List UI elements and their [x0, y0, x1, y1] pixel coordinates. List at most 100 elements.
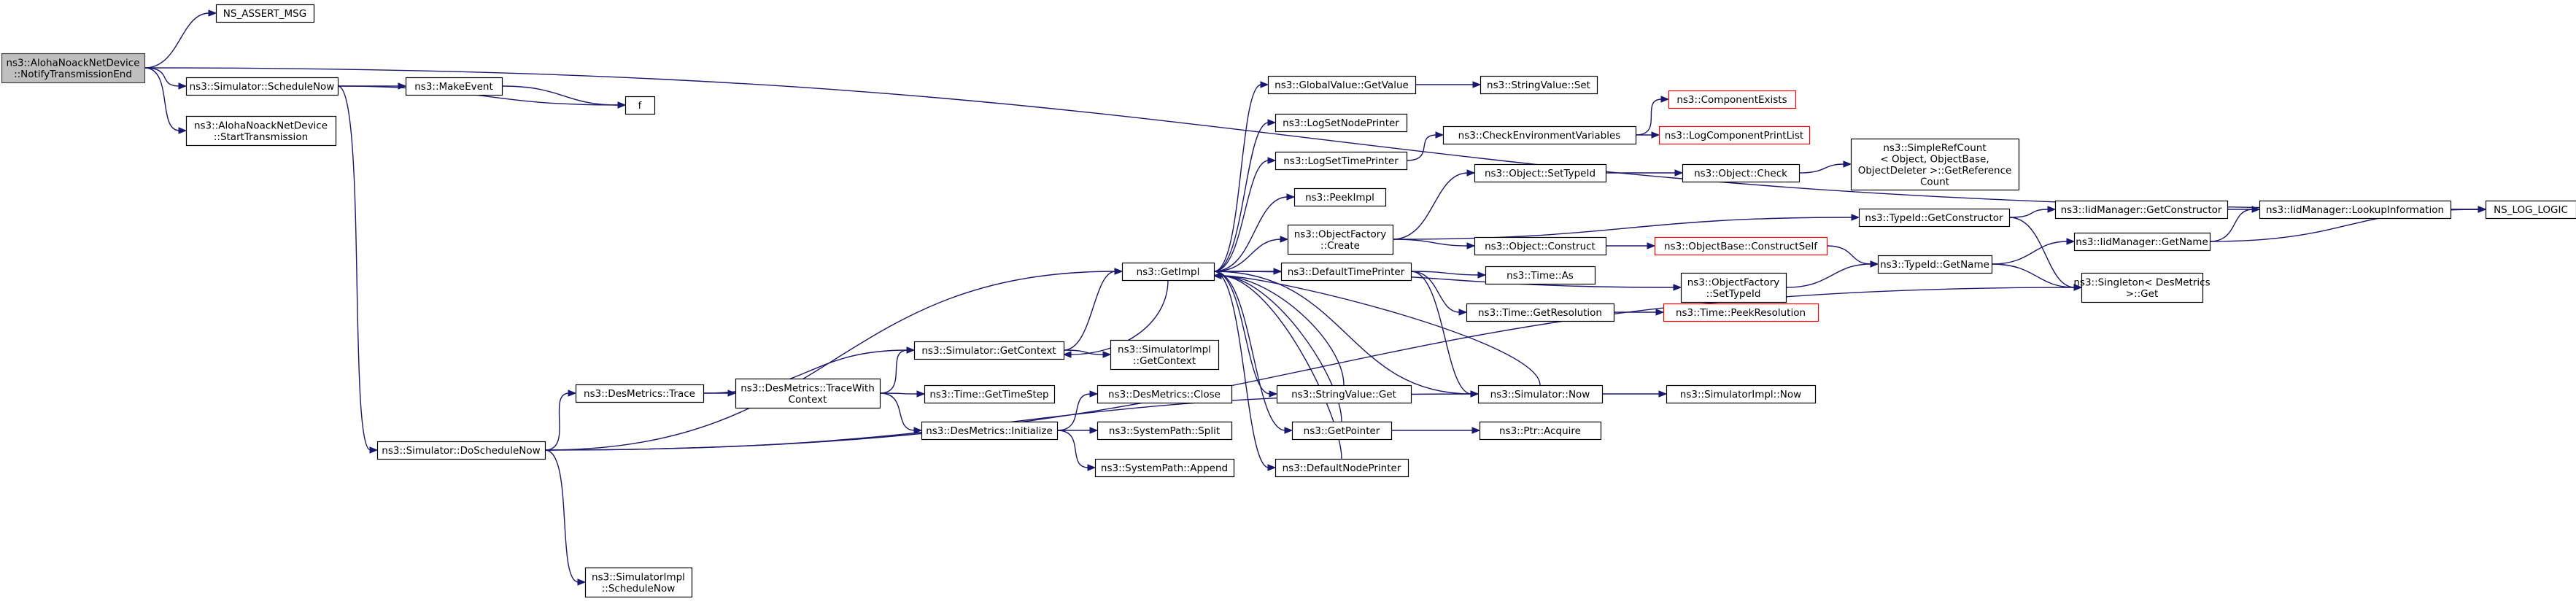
node-objconstruct[interactable]: ns3::Object::Construct	[1474, 236, 1607, 256]
node-label: ns3::DesMetrics::Close	[1108, 389, 1221, 400]
arrowhead	[1102, 351, 1112, 358]
node-objsettypeid[interactable]: ns3::Object::SetTypeId	[1474, 163, 1607, 183]
node-simplerefcount[interactable]: ns3::SimpleRefCount< Object, ObjectBase,…	[1850, 138, 2020, 191]
arrowhead	[1466, 169, 1476, 177]
node-simimplgetctx[interactable]: ns3::SimulatorImpl::GetContext	[1110, 339, 1220, 371]
node-peekimpl[interactable]: ns3::PeekImpl	[1293, 187, 1387, 207]
node-stringvalueset[interactable]: ns3::StringValue::Set	[1480, 75, 1598, 95]
node-singleton[interactable]: ns3::Singleton< DesMetrics>::Get	[2073, 272, 2211, 303]
node-stringvalueget[interactable]: ns3::StringValue::Get	[1276, 384, 1412, 404]
arrowhead	[1212, 272, 1222, 279]
node-iidgetname[interactable]: ns3::IidManager::GetName	[2073, 232, 2211, 252]
node-defaultnodeprinter[interactable]: ns3::DefaultNodePrinter	[1275, 458, 1409, 478]
node-label: Count	[1920, 176, 1949, 187]
node-label: ns3::TypeId::GetName	[1880, 259, 1989, 271]
node-simnow[interactable]: ns3::Simulator::Now	[1477, 384, 1604, 404]
node-ptracquire[interactable]: ns3::Ptr::Acquire	[1479, 421, 1602, 441]
node-defaulttimeprinter[interactable]: ns3::DefaultTimePrinter	[1280, 262, 1412, 282]
node-label: ns3::Time::GetTimeStep	[929, 389, 1048, 400]
node-starttx[interactable]: ns3::AlohaNoackNetDevice::StartTransmiss…	[185, 115, 337, 147]
node-initialize[interactable]: ns3::DesMetrics::Initialize	[921, 421, 1059, 441]
node-label: ns3::CheckEnvironmentVariables	[1458, 130, 1621, 142]
node-getpointer[interactable]: ns3::GetPointer	[1291, 421, 1393, 441]
node-label: ns3::Simulator::DoScheduleNow	[382, 445, 540, 457]
node-gettimestep[interactable]: ns3::Time::GetTimeStep	[924, 384, 1056, 404]
node-logcomplist[interactable]: ns3::LogComponentPrintList	[1658, 125, 1811, 145]
node-timegetres[interactable]: ns3::Time::GetResolution	[1466, 303, 1615, 322]
node-objcheck[interactable]: ns3::Object::Check	[1682, 163, 1801, 183]
node-label: ns3::ComponentExists	[1676, 94, 1787, 106]
node-makeevent[interactable]: ns3::MakeEvent	[405, 77, 503, 96]
node-label: ns3::IidManager::GetName	[2076, 236, 2208, 248]
node-assert[interactable]: NS_ASSERT_MSG	[215, 4, 315, 23]
node-trace[interactable]: ns3::DesMetrics::Trace	[575, 384, 705, 403]
node-typeidgetname[interactable]: ns3::TypeId::GetName	[1877, 255, 1993, 274]
edge-objbaseconstructself-to-typeidgetname	[1826, 245, 1872, 265]
edge-doschedulenow-to-simimplschednow	[544, 449, 579, 583]
node-label: ns3::Simulator::ScheduleNow	[190, 81, 335, 93]
arrowhead	[1458, 309, 1468, 316]
arrowhead	[1472, 81, 1482, 88]
node-box	[2259, 200, 2452, 220]
edge-objfactsettypeid-to-typeidgetname	[1785, 263, 1872, 288]
arrowhead	[1651, 131, 1660, 139]
node-iidlookup[interactable]: ns3::IidManager::LookupInformation	[2259, 200, 2452, 220]
edge-getimpl-to-gvgetvalue	[1213, 84, 1262, 272]
node-label: ns3::DesMetrics::Initialize	[926, 425, 1053, 437]
node-label: ObjectDeleter >::GetReference	[1858, 165, 2012, 177]
node-root[interactable]: ns3::AlohaNoackNetDevice::NotifyTransmis…	[1, 53, 146, 84]
node-label: ns3::ObjectFactory	[1294, 228, 1387, 240]
node-objfactcreate[interactable]: ns3::ObjectFactory::Create	[1287, 224, 1394, 255]
node-split[interactable]: ns3::SystemPath::Split	[1096, 421, 1233, 441]
node-doschedulenow[interactable]: ns3::Simulator::DoScheduleNow	[376, 441, 546, 460]
edge-typeidgetconstructor-to-iidgetconstructor	[2008, 209, 2049, 218]
node-f[interactable]: f	[624, 96, 656, 115]
node-label: ns3::Singleton< DesMetrics	[2073, 276, 2210, 288]
node-getcontext[interactable]: ns3::Simulator::GetContext	[913, 341, 1065, 360]
node-box	[1094, 458, 1235, 478]
node-compexists[interactable]: ns3::ComponentExists	[1668, 90, 1797, 109]
node-label: ns3::Object::SetTypeId	[1485, 168, 1596, 179]
node-timepeekres[interactable]: ns3::Time::PeekResolution	[1663, 303, 1819, 322]
node-label: ns3::AlohaNoackNetDevice	[6, 57, 139, 69]
node-box	[913, 341, 1065, 360]
node-checkenv[interactable]: ns3::CheckEnvironmentVariables	[1442, 125, 1637, 145]
node-simimplnow[interactable]: ns3::SimulatorImpl::Now	[1666, 384, 1817, 404]
node-iidgetconstructor[interactable]: ns3::IidManager::GetConstructor	[2054, 200, 2229, 220]
node-schedulenow[interactable]: ns3::Simulator::ScheduleNow	[185, 77, 339, 96]
node-box	[1287, 224, 1394, 255]
node-label: ns3::SystemPath::Append	[1101, 462, 1228, 474]
arrowhead	[1843, 160, 1852, 168]
node-box	[1275, 458, 1409, 478]
arrowhead	[1280, 236, 1289, 243]
edge-getimpl-to-simnow	[1213, 271, 1472, 395]
arrowhead	[1114, 268, 1123, 275]
node-typeidgetconstructor[interactable]: ns3::TypeId::GetConstructor	[1858, 208, 2011, 228]
node-label: ns3::TypeId::GetConstructor	[1865, 212, 2003, 224]
node-timeas[interactable]: ns3::Time::As	[1485, 266, 1596, 285]
edge-root-to-schedulenow	[144, 67, 180, 87]
node-objfactsettypeid[interactable]: ns3::ObjectFactory::SetTypeId	[1680, 272, 1787, 303]
node-box	[376, 441, 546, 460]
node-close[interactable]: ns3::DesMetrics::Close	[1096, 384, 1233, 404]
edge-getcontext-to-simimplgetctx	[1063, 349, 1105, 355]
edge-tracewithctx-to-getcontext	[879, 349, 908, 394]
node-gvgetvalue[interactable]: ns3::GlobalValue::GetValue	[1267, 75, 1417, 95]
node-label: ::GetContext	[1133, 355, 1196, 367]
node-nslogic[interactable]: NS_LOG_LOGIC	[2485, 200, 2576, 220]
node-lognodeprinter[interactable]: ns3::LogSetNodePrinter	[1275, 113, 1408, 133]
node-append[interactable]: ns3::SystemPath::Append	[1094, 458, 1235, 478]
node-label: ns3::SimulatorImpl	[592, 571, 685, 583]
arrowhead	[1269, 390, 1278, 398]
node-simimplschednow[interactable]: ns3::SimulatorImpl::ScheduleNow	[584, 567, 693, 598]
edge-doschedulenow-to-getimpl	[544, 271, 1116, 451]
node-objbaseconstructself[interactable]: ns3::ObjectBase::ConstructSelf	[1654, 236, 1828, 256]
node-label: NS_ASSERT_MSG	[223, 8, 306, 20]
node-getimpl[interactable]: ns3::GetImpl	[1121, 262, 1215, 282]
node-logtimeprinter[interactable]: ns3::LogSetTimePrinter	[1275, 151, 1408, 171]
edge-iidgetname-to-iidlookup	[2209, 209, 2254, 242]
edge-tracewithctx-to-initialize	[879, 392, 916, 431]
arrowhead	[2478, 206, 2487, 213]
